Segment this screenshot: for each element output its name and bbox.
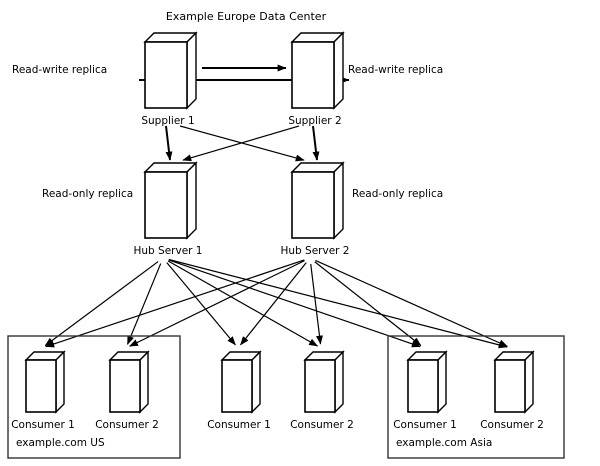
- node-us_consumer1: Consumer 1: [11, 350, 75, 431]
- edge-hub-to-consumer: [44, 261, 159, 347]
- node-mid_consumer2: Consumer 2: [290, 350, 354, 431]
- box-front-face: [291, 171, 335, 239]
- box-front-face: [407, 359, 439, 413]
- box-side-face: [186, 31, 197, 110]
- node-label: Consumer 1: [207, 419, 271, 431]
- group-us: example.com US: [7, 335, 181, 459]
- group-label: example.com US: [16, 437, 105, 449]
- edge-hub-to-consumer: [168, 258, 508, 349]
- edge-hub-to-consumer: [166, 262, 236, 346]
- box-front-face: [144, 41, 188, 109]
- node-supplier2: Supplier 2: [288, 31, 345, 127]
- edge-hub-to-consumer: [315, 259, 508, 347]
- label-read-only-right: Read-only replica: [352, 188, 443, 200]
- node-label: Hub Server 1: [133, 245, 202, 257]
- group-asia: example.com Asia: [387, 335, 565, 459]
- node-label: Consumer 1: [11, 419, 75, 431]
- group-label: example.com Asia: [396, 437, 492, 449]
- box-side-face: [55, 350, 65, 414]
- node-label: Supplier 2: [288, 115, 341, 127]
- label-read-only-left: Read-only replica: [42, 188, 133, 200]
- node-mid_consumer1: Consumer 1: [207, 350, 271, 431]
- node-label: Supplier 1: [141, 115, 194, 127]
- edge-hub-to-consumer: [167, 260, 319, 347]
- label-read-write-right: Read-write replica: [348, 64, 443, 76]
- node-label: Hub Server 2: [280, 245, 349, 257]
- diagram-title: Example Europe Data Center: [166, 10, 327, 23]
- edge-supplier-to-hub-vertical: [312, 125, 320, 161]
- edge-hub-to-consumer: [126, 263, 162, 345]
- box-side-face: [251, 350, 261, 414]
- node-hub1: Hub Server 1: [133, 161, 203, 257]
- group-border: [7, 335, 181, 459]
- box-front-face: [494, 359, 526, 413]
- edge-hub-to-consumer: [129, 260, 305, 347]
- edge-hub-to-consumer: [314, 261, 422, 346]
- node-label: Consumer 2: [480, 419, 544, 431]
- edge-layer: [44, 64, 508, 349]
- box-front-face: [291, 41, 335, 109]
- node-supplier1: Supplier 1: [141, 31, 198, 127]
- label-read-write-left: Read-write replica: [12, 64, 107, 76]
- box-side-face: [524, 350, 534, 414]
- edge-supplier-to-hub-cross: [182, 125, 300, 162]
- box-side-face: [139, 350, 149, 414]
- box-side-face: [437, 350, 447, 414]
- edge-hub-to-consumer: [240, 262, 307, 346]
- box-front-face: [109, 359, 141, 413]
- edge-hub-to-consumer: [310, 263, 323, 345]
- edge-hub-to-consumer: [45, 259, 305, 348]
- box-side-face: [333, 161, 344, 240]
- box-side-face: [186, 161, 197, 240]
- node-label: Consumer 2: [290, 419, 354, 431]
- box-front-face: [221, 359, 253, 413]
- node-label: Consumer 2: [95, 419, 159, 431]
- node-us_consumer2: Consumer 2: [95, 350, 159, 431]
- node-asia_consumer2: Consumer 2: [480, 350, 544, 431]
- box-front-face: [304, 359, 336, 413]
- node-asia_consumer1: Consumer 1: [393, 350, 457, 431]
- node-layer: Supplier 1 Supplier 2 Hub Server 1 Hub Serv…: [11, 31, 544, 431]
- box-side-face: [334, 350, 344, 414]
- group-layer: example.com US example.com Asia: [7, 335, 565, 459]
- box-front-face: [25, 359, 57, 413]
- group-border: [387, 335, 565, 459]
- box-front-face: [144, 171, 188, 239]
- box-side-face: [333, 31, 344, 110]
- edge-supplier-to-hub-vertical: [165, 125, 173, 161]
- edge-hub-to-consumer: [168, 259, 421, 348]
- node-hub2: Hub Server 2: [280, 161, 350, 257]
- node-label: Consumer 1: [393, 419, 457, 431]
